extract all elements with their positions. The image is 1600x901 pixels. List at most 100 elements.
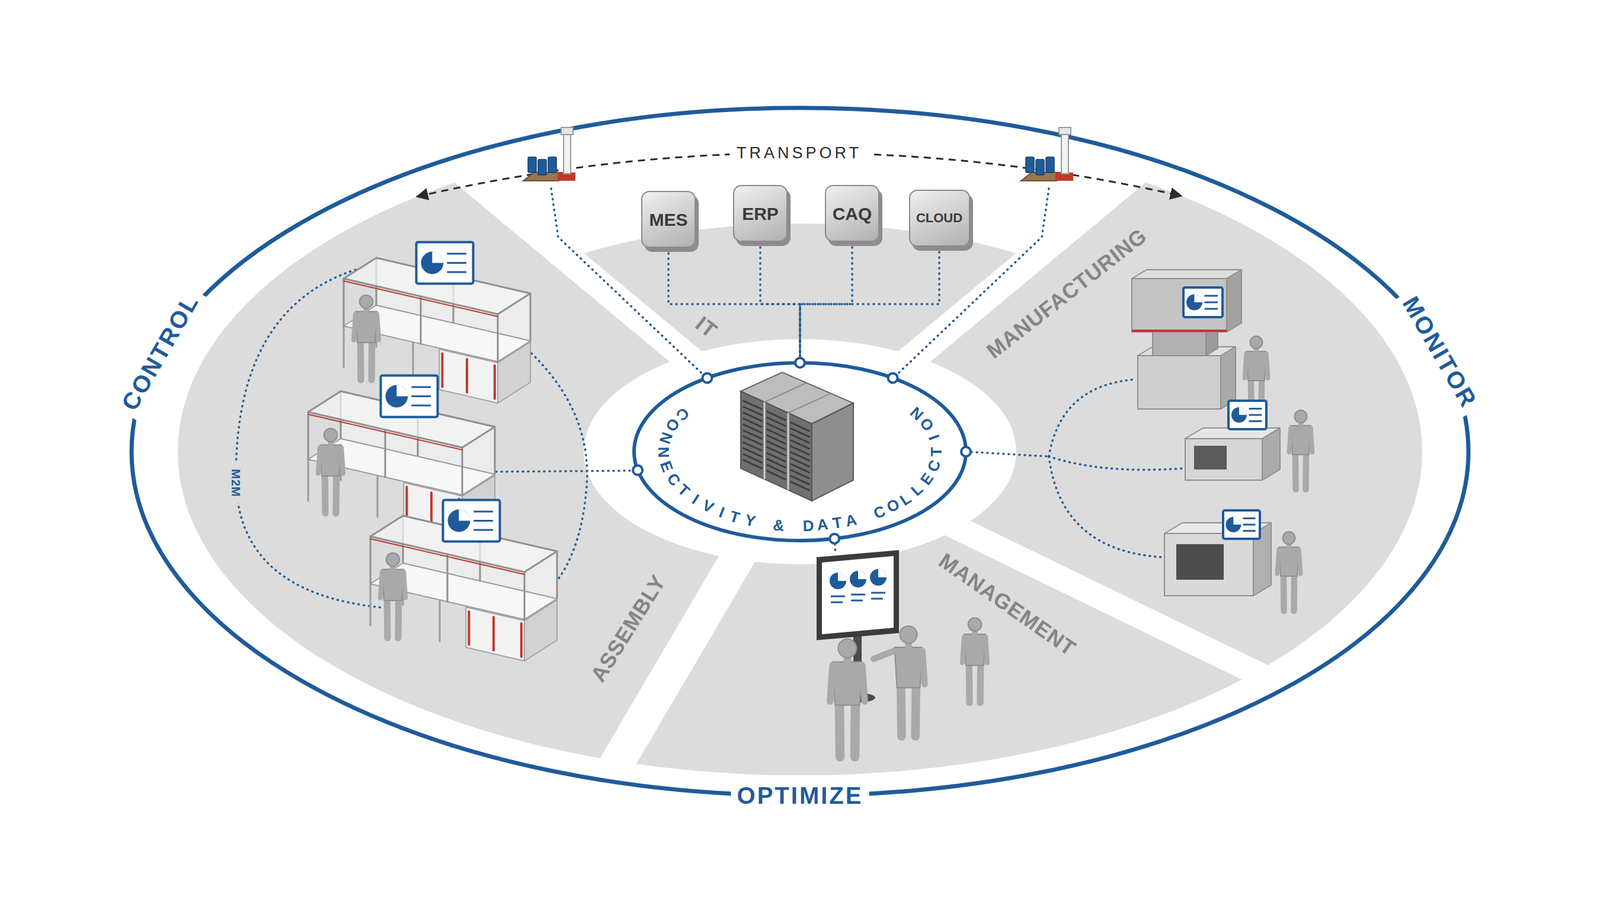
sector-label: MANAGEMENT <box>934 548 1081 661</box>
hub-text-char: O <box>884 496 902 515</box>
label-holder: M2M <box>228 462 243 503</box>
person-leg <box>1292 452 1299 490</box>
frame-post <box>420 296 422 344</box>
truck-mast <box>563 133 571 174</box>
rack-slot <box>743 459 763 469</box>
person-head <box>359 295 374 309</box>
status-monitor <box>416 242 474 284</box>
sector-label-holder: IT <box>690 311 722 344</box>
hub-text-char: N <box>656 446 672 459</box>
person-torso <box>832 661 863 706</box>
sector-label: ASSEMBLY <box>585 570 671 687</box>
person-leg <box>384 597 392 638</box>
rack-slot <box>790 481 811 491</box>
system-label: ERP <box>741 203 779 224</box>
monitor-screen <box>416 242 474 284</box>
person-leg <box>332 472 340 514</box>
system-box: MES <box>641 190 696 248</box>
person-torso <box>1290 425 1311 455</box>
red-trim <box>492 616 495 651</box>
person-torso <box>964 634 986 666</box>
person-arm <box>922 650 925 685</box>
person-arm <box>376 314 379 341</box>
pie-slice <box>432 251 444 264</box>
table-leg <box>307 459 310 501</box>
display-frame <box>816 549 899 640</box>
hub-text-char: V <box>699 497 716 516</box>
table-leg <box>376 475 379 517</box>
person-arm <box>353 314 356 341</box>
hub-text-char: T <box>728 507 742 526</box>
frame-post <box>384 429 387 478</box>
frame-post <box>523 571 526 620</box>
sector-band: ASSEMBLY <box>176 180 721 760</box>
pie-chart <box>829 572 847 590</box>
rack-front <box>740 391 812 501</box>
ring-label: CONTROL <box>112 283 208 421</box>
sector-label: MANUFACTURING <box>981 223 1152 364</box>
monitor-line <box>446 253 467 255</box>
person-leg <box>321 472 329 514</box>
sector-label-holder: MANUFACTURING <box>981 223 1152 364</box>
red-trim <box>1131 329 1227 332</box>
person-arm <box>1298 549 1301 574</box>
monitor-line <box>1204 295 1218 297</box>
hub-text-char: C <box>664 470 684 489</box>
display-line <box>830 595 846 598</box>
rack-slot <box>766 470 787 480</box>
label-holder: CONTROL <box>112 283 208 421</box>
person-arm <box>830 665 833 702</box>
pie-chart <box>849 570 867 588</box>
container <box>538 159 547 175</box>
sector-shape <box>176 180 721 760</box>
person-leg <box>1280 573 1288 611</box>
person-torso <box>320 444 342 476</box>
red-trim <box>467 610 470 645</box>
system-label: CAQ <box>832 203 873 224</box>
person-arm <box>1244 353 1247 379</box>
rack-divider <box>764 382 806 402</box>
monitor-screen <box>443 500 501 542</box>
person-arm <box>962 637 965 664</box>
rack-divider <box>763 401 766 479</box>
person-arm <box>1310 427 1313 453</box>
pie-chart <box>1225 516 1241 533</box>
frame-post <box>494 426 496 475</box>
connection-dot <box>888 373 898 383</box>
machine-top <box>1131 269 1242 279</box>
table-leg <box>369 583 372 626</box>
frame-post <box>369 536 372 584</box>
container <box>1025 157 1035 173</box>
status-monitor <box>1223 510 1260 539</box>
person-head <box>837 638 857 658</box>
hub-text-char: C <box>871 502 888 521</box>
frame-post <box>556 551 559 599</box>
hub-text-char: & <box>772 516 786 534</box>
person-leg <box>976 662 984 703</box>
person-leg <box>839 701 840 757</box>
display-screen <box>821 555 894 635</box>
monitor-line <box>1242 517 1256 520</box>
person-torso <box>1278 546 1299 576</box>
red-trim <box>440 353 444 387</box>
monitor-screen <box>381 375 438 418</box>
person-head <box>1282 531 1296 544</box>
person-arm <box>1277 549 1279 574</box>
pie-slice <box>878 568 887 578</box>
status-monitor <box>443 500 501 542</box>
monitor-line <box>411 395 431 398</box>
sector-band: MANAGEMENT <box>634 533 1244 777</box>
system-label: MES <box>648 209 688 230</box>
monitor-screen <box>1228 400 1267 430</box>
hub-text-char: L <box>907 480 926 499</box>
person-head <box>324 428 338 443</box>
pallet-truck <box>1021 127 1074 181</box>
table-leg <box>343 325 345 368</box>
pie-slice <box>1233 516 1241 525</box>
pallet-truck <box>523 127 576 181</box>
machine-window <box>1194 445 1227 470</box>
monitor-line <box>473 519 494 522</box>
red-trim <box>343 280 498 317</box>
monitor-line <box>1242 523 1256 526</box>
